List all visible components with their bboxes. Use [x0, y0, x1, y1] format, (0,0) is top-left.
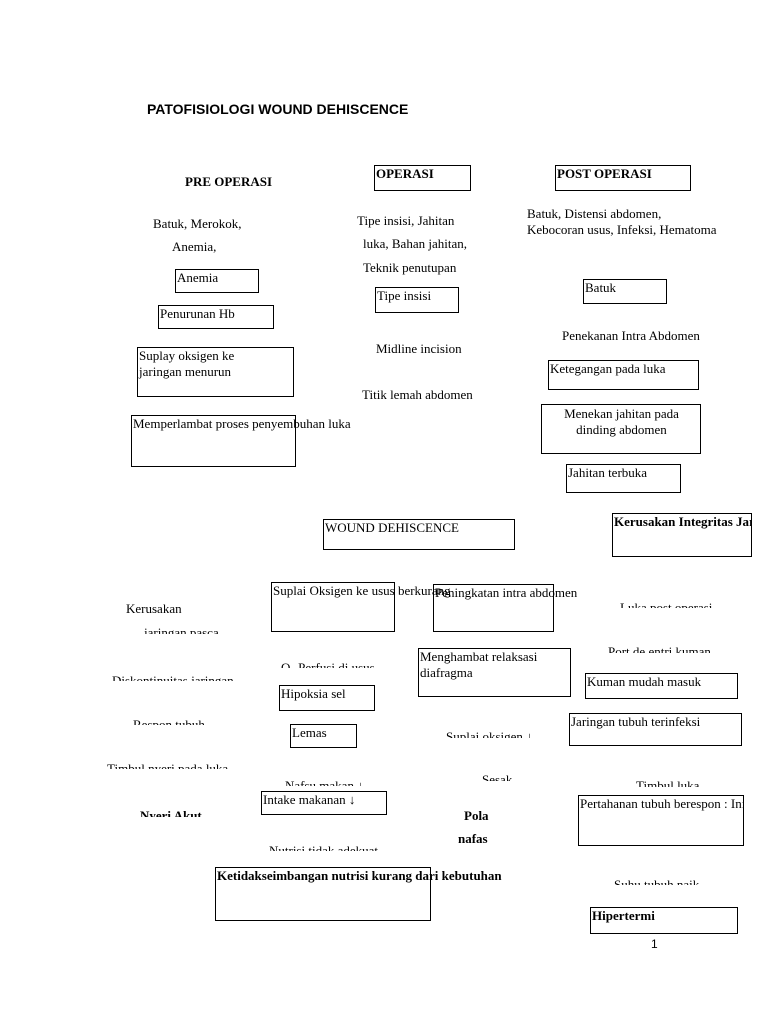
sesak-text: Sesak	[482, 772, 513, 781]
menekan-line2: dinding abdomen	[576, 422, 667, 437]
menghambat-line2: diafragma	[420, 665, 473, 680]
menekan-box: Menekan jahitan pada dinding abdomen	[541, 404, 701, 454]
batuk-box: Batuk	[583, 279, 667, 304]
timbul-luka-text: Timbul luka	[636, 778, 700, 787]
pre-factors-line2: Anemia,	[172, 239, 217, 254]
post-factors-line2: Kebocoran usus, Infeksi, Hematoma	[527, 222, 717, 237]
lemas-box: Lemas	[290, 724, 357, 748]
hipoksia-sel-box: Hipoksia sel	[279, 685, 375, 711]
pola-text: Pola	[464, 808, 489, 823]
suhu-tubuh-naik-text: Suhu tubuh naik	[614, 877, 700, 885]
pertahanan-tubuh-box: Pertahanan tubuh berespon : Inflamasi	[578, 795, 744, 846]
o2-perfusi-text: O₂ Perfusi di usus	[281, 660, 375, 668]
titik-lemah-text: Titik lemah abdomen	[362, 387, 473, 402]
anemia-box: Anemia	[175, 269, 259, 293]
nutrisi-tidak-adekuat-text: Nutrisi tidak adekuat	[269, 843, 379, 851]
operasi-factors-line1: Tipe insisi, Jahitan	[357, 213, 455, 228]
jahitan-terbuka-box: Jahitan terbuka	[566, 464, 681, 493]
midline-incision-text: Midline incision	[376, 341, 462, 356]
nafas-text: nafas	[458, 831, 488, 846]
tipe-insisi-box: Tipe insisi	[375, 287, 459, 313]
kerusakan-integritas-box: Kerusakan Integritas Jaringan	[612, 513, 752, 557]
operasi-factors-line3: Teknik penutupan	[363, 260, 457, 275]
peningkatan-intra-abdomen-box: Peningkatan intra abdomen	[433, 584, 577, 632]
intake-makanan-box: Intake makanan ↓	[261, 791, 387, 815]
luka-post-operasi-text: Luka post operasi	[620, 600, 713, 608]
pre-factors-line1: Batuk, Merokok,	[153, 216, 242, 231]
kerusakan-line1: Kerusakan	[126, 601, 182, 616]
suplay-oksigen-line2: jaringan menurun	[139, 364, 232, 379]
wound-dehiscence-box: WOUND DEHISCENCE	[323, 519, 515, 550]
nyeri-akut-text: Nyeri Akut	[140, 808, 202, 817]
page-title: PATOFISIOLOGI WOUND DEHISCENCE	[147, 101, 409, 117]
menghambat-line1: Menghambat relaksasi	[420, 649, 538, 664]
menghambat-relaksasi-box: Menghambat relaksasi diafragma	[418, 648, 571, 697]
suplay-oksigen-line1: Suplay oksigen ke	[139, 348, 235, 363]
kuman-mudah-masuk-box: Kuman mudah masuk	[585, 673, 738, 699]
suplai-oksigen-turun-text: Suplai oksigen ↓	[446, 729, 533, 738]
ketidakseimbangan-nutrisi-box: Ketidakseimbangan nutrisi kurang dari ke…	[215, 867, 502, 921]
nafsu-makan-text: Nafsu makan ↓	[285, 778, 364, 786]
respon-tubuh-text: Respon tubuh	[133, 717, 205, 725]
operasi-header: OPERASI	[374, 165, 471, 191]
penurunan-hb-box: Penurunan Hb	[158, 305, 274, 329]
penekanan-text: Penekanan Intra Abdomen	[562, 328, 700, 343]
operasi-factors-line2: luka, Bahan jahitan,	[363, 236, 467, 251]
kerusakan-line2: jaringan pasca	[144, 625, 219, 634]
post-operasi-header: POST OPERASI	[555, 165, 691, 191]
suplai-oksigen-usus-box: Suplai Oksigen ke usus berkurang	[271, 582, 451, 632]
suplay-oksigen-box: Suplay oksigen ke jaringan menurun	[137, 347, 294, 397]
memperlambat-box: Memperlambat proses penyembuhan luka	[131, 415, 351, 467]
page-number: 1	[651, 937, 658, 951]
timbul-nyeri-text: Timbul nyeri pada luka	[107, 761, 229, 769]
jaringan-terinfeksi-box: Jaringan tubuh terinfeksi	[569, 713, 742, 746]
diskontinuitas-text: Diskontinuitas jaringan	[112, 673, 234, 681]
ketegangan-box: Ketegangan pada luka	[548, 360, 699, 390]
menekan-line1: Menekan jahitan pada	[564, 406, 679, 421]
port-de-entri-text: Port de entri kuman	[608, 644, 711, 653]
post-factors-line1: Batuk, Distensi abdomen,	[527, 206, 662, 221]
hipertermi-box: Hipertermi	[590, 907, 738, 934]
pre-operasi-header: PRE OPERASI	[185, 174, 273, 186]
